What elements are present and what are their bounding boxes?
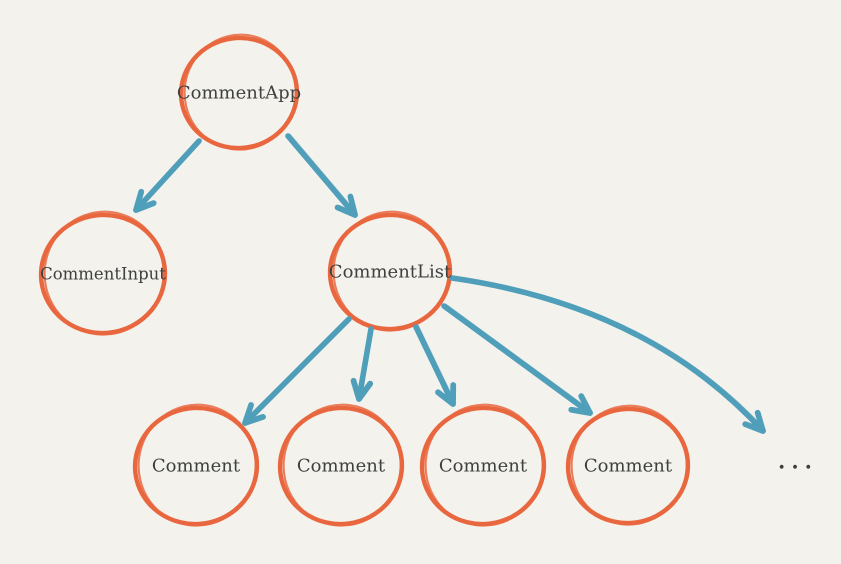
edge-comment-list-to-comment-1-shaft-sketch bbox=[246, 316, 352, 423]
node-comment-2-circle-sketch bbox=[282, 403, 402, 527]
more-children-ellipsis: ... bbox=[778, 448, 818, 474]
edge-comment-list-to-comment-2-shaft-sketch bbox=[360, 326, 374, 399]
edge-comment-list-to-comment-1-arrowhead bbox=[242, 402, 266, 426]
edge-comment-list-to-comment-3-shaft bbox=[413, 324, 456, 407]
node-comment-4-circle-sketch bbox=[570, 404, 688, 526]
node-comment-1-circle-sketch bbox=[137, 403, 257, 527]
node-comment-list-circle-sketch bbox=[332, 210, 450, 332]
node-comment-3-circle-sketch bbox=[424, 403, 544, 527]
node-comment-3-label: Comment bbox=[438, 455, 528, 477]
node-comment-app-circle-sketch bbox=[183, 33, 297, 151]
edge-comment-list-to-ellipsis-arrowhead bbox=[742, 409, 766, 434]
edge-comment-list-to-comment-2-shaft bbox=[356, 326, 374, 402]
edge-comment-app-to-comment-list-arrowhead bbox=[334, 193, 358, 218]
node-comment-list-label: CommentList bbox=[328, 261, 452, 283]
edge-comment-list-to-comment-3-shaft-sketch bbox=[417, 324, 456, 404]
edge-comment-app-to-comment-list-shaft bbox=[285, 133, 358, 218]
edge-comment-list-to-comment-4-shaft bbox=[441, 303, 593, 416]
edge-comment-list-to-comment-4-shaft-sketch bbox=[445, 303, 593, 413]
edge-comment-list-to-comment-3-arrowhead bbox=[435, 382, 457, 407]
edge-comment-app-to-comment-list-shaft-sketch bbox=[289, 133, 358, 215]
edge-comment-app-to-comment-input-shaft-sketch bbox=[137, 138, 202, 210]
edge-comment-app-to-comment-input-arrowhead bbox=[133, 188, 157, 213]
node-comment-1-label: Comment bbox=[151, 455, 241, 477]
node-comment-input-label: CommentInput bbox=[40, 264, 166, 284]
edge-comment-list-to-ellipsis-shaft-sketch bbox=[453, 275, 766, 431]
node-comment-2-label: Comment bbox=[296, 455, 386, 477]
edge-comment-list-to-ellipsis-shaft bbox=[449, 275, 766, 434]
node-comment-input-circle-sketch bbox=[43, 210, 165, 336]
edge-comment-list-to-comment-4-arrowhead bbox=[568, 393, 593, 416]
node-comment-app-label: CommentApp bbox=[176, 82, 302, 104]
edge-comment-list-to-comment-2-arrowhead bbox=[350, 377, 374, 402]
node-comment-4-label: Comment bbox=[583, 455, 673, 477]
